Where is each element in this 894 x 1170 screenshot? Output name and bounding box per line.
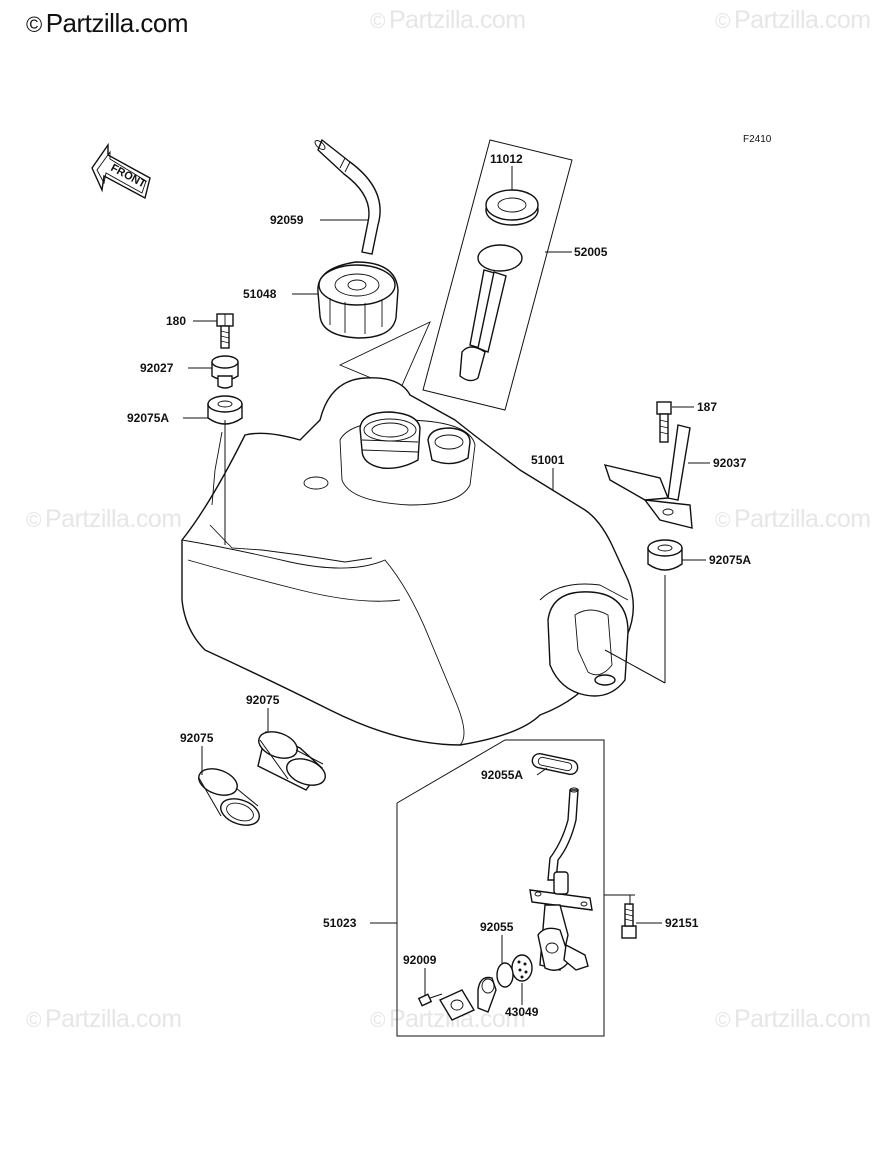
filter-43049-drawing (511, 954, 533, 982)
screw-92009-drawing (417, 993, 443, 1007)
part-label-92075a-right: 92075A (709, 553, 751, 567)
part-label-92075a-left: 92075A (127, 411, 169, 425)
damper-92075-left-drawing (198, 768, 260, 826)
o-ring-92055-drawing (496, 962, 514, 988)
part-label-187: 187 (697, 400, 717, 414)
part-label-92055a: 92055A (481, 768, 523, 782)
part-label-92075-left: 92075 (180, 731, 214, 745)
cock-plate-drawing (438, 989, 476, 1021)
watermark: ©Partzilla.com (715, 505, 871, 533)
part-label-92037: 92037 (713, 456, 747, 470)
part-label-92055: 92055 (480, 920, 514, 934)
part-label-92009: 92009 (403, 953, 437, 967)
collar-92027-drawing (211, 355, 239, 389)
watermark: ©Partzilla.com (715, 6, 871, 34)
copyright-icon: © (26, 12, 42, 37)
breather-hose-drawing (314, 138, 381, 255)
bolt-180-drawing (216, 313, 234, 349)
figure-code: F2410 (743, 134, 772, 145)
damper-92075-top-drawing (257, 730, 326, 791)
leader-lines (183, 166, 710, 1005)
gauge-assembly-frame (422, 139, 573, 411)
fuel-gauge-drawing (459, 244, 523, 382)
part-label-92075-top: 92075 (246, 693, 280, 707)
part-label-52005: 52005 (574, 245, 608, 259)
brand-text: Partzilla.com (45, 8, 189, 38)
damper-92075a-left-drawing (207, 395, 243, 425)
watermark: ©Partzilla.com (370, 6, 526, 34)
fuel-cock-drawing (529, 787, 593, 971)
lever-drawing (477, 976, 497, 1013)
fuel-cap-drawing (317, 261, 431, 391)
front-arrow-icon: FRONT (91, 142, 151, 200)
part-label-51023: 51023 (323, 916, 357, 930)
part-label-92027: 92027 (140, 361, 174, 375)
bolt-187-drawing (656, 401, 672, 443)
part-label-11012: 11012 (490, 152, 523, 166)
part-label-51001: 51001 (531, 453, 565, 467)
gasket-92055a-drawing (531, 752, 579, 776)
brand-logo: ©Partzilla.com (26, 8, 189, 39)
watermark: ©Partzilla.com (26, 505, 182, 533)
watermark: ©Partzilla.com (26, 1005, 182, 1033)
bracket-92037-drawing (603, 424, 693, 529)
bolt-92151-drawing (621, 903, 637, 939)
damper-92075a-right-drawing (647, 539, 683, 571)
part-label-92059: 92059 (270, 213, 304, 227)
fuel-tank-drawing (181, 377, 634, 746)
gauge-gasket-drawing (485, 189, 539, 226)
fuel-cock-frame (396, 739, 605, 1037)
part-label-180: 180 (166, 314, 186, 328)
watermark: ©Partzilla.com (715, 1005, 871, 1033)
part-label-51048: 51048 (243, 287, 277, 301)
part-label-43049: 43049 (505, 1005, 539, 1019)
part-label-92151: 92151 (665, 916, 699, 930)
